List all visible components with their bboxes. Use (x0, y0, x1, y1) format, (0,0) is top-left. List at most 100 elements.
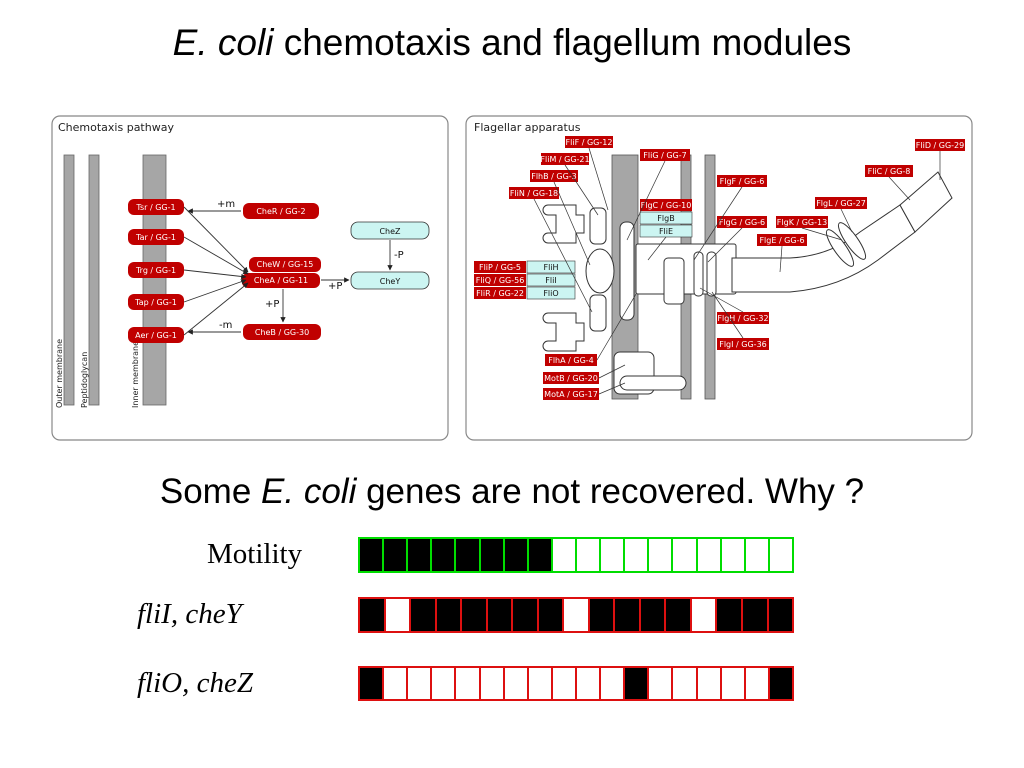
title-rest: chemotaxis and flagellum modules (273, 22, 852, 63)
cher-label: CheR / GG-2 (256, 207, 305, 216)
empty-cell (432, 668, 457, 699)
chey-node: CheY (350, 271, 430, 290)
row-label-flio-chez: fliO, cheZ (137, 667, 253, 699)
pathway-diagram: Chemotaxis pathway Outer membrane Peptid… (51, 115, 973, 441)
receptor-aer-label: Aer / GG-1 (135, 331, 177, 340)
empty-cell (745, 668, 770, 699)
filled-cell (411, 599, 437, 631)
empty-cell (385, 599, 412, 631)
filled-cell (456, 539, 481, 571)
chez-label: CheZ (379, 227, 401, 236)
slide-title: E. coli chemotaxis and flagellum modules (0, 22, 1024, 64)
receptor-trg: Trg / GG-1 (128, 262, 184, 278)
receptor-tap-label: Tap / GG-1 (134, 298, 177, 307)
empty-cell (601, 539, 626, 571)
flgf-label: FlgF / GG-6 (720, 177, 765, 186)
row-label-flii-chey: fliI, cheY (137, 598, 242, 630)
receptor-aer: Aer / GG-1 (128, 327, 184, 343)
filled-cell (408, 539, 433, 571)
flagellar-panel-title: Flagellar apparatus (474, 121, 581, 134)
flha-label: FlhA / GG-4 (548, 356, 594, 365)
flie-label: FliE (659, 227, 673, 236)
arrow-label-minus-p: -P (394, 250, 404, 261)
flic-label: FliC / GG-8 (868, 167, 911, 176)
flagellar-bottom-labels: FlhA / GG-4 MotB / GG-20 MotA / GG-17 (543, 354, 599, 400)
filled-cell (513, 599, 539, 631)
flhb-label: FlhB / GG-3 (531, 172, 577, 181)
peptidoglycan (88, 154, 100, 406)
subtitle-post: genes are not recovered. Why ? (356, 472, 865, 511)
flio-label: FliO (543, 289, 558, 298)
filled-cell (432, 539, 457, 571)
filled-cell (625, 668, 650, 699)
leader-lines (533, 147, 941, 395)
profile-bar-flii-chey (358, 597, 794, 633)
subtitle-pre: Some (159, 472, 262, 511)
flii-label: FliI (545, 276, 556, 285)
empty-cell (745, 539, 770, 571)
empty-cell (504, 668, 529, 699)
filled-cell (462, 599, 488, 631)
filled-cell (504, 539, 529, 571)
receptor-arrows (183, 206, 393, 336)
slide-subtitle: Some E. coli genes are not recovered. Wh… (0, 472, 1024, 512)
empty-cell (649, 539, 674, 571)
filled-cell (487, 599, 514, 631)
empty-cell (673, 539, 698, 571)
fliq-label: FliQ / GG-56 (476, 276, 525, 285)
cher-node: CheR / GG-2 (243, 203, 319, 219)
chew-node: CheW / GG-15 (249, 257, 321, 272)
filled-cell (480, 539, 505, 571)
empty-cell (673, 668, 698, 699)
filled-cell (360, 668, 385, 699)
empty-cell (408, 668, 433, 699)
empty-cell (721, 668, 746, 699)
flig-label: FliG / GG-7 (643, 151, 686, 160)
subtitle-italic: E. coli (261, 472, 357, 511)
empty-cell (564, 599, 590, 631)
flip-label: FliP / GG-5 (479, 263, 521, 272)
flgl-label: FlgL / GG-27 (816, 199, 866, 208)
flid-label: FliD / GG-29 (916, 141, 964, 150)
empty-cell (528, 668, 553, 699)
cheb-node: CheB / GG-30 (243, 324, 321, 340)
empty-cell (649, 668, 674, 699)
empty-cell (552, 668, 577, 699)
filled-cell (436, 599, 463, 631)
filled-cell (717, 599, 743, 631)
empty-cell (697, 539, 722, 571)
flgb-label: FlgB (657, 214, 674, 223)
outer-membrane (63, 154, 75, 406)
empty-cell (576, 668, 602, 699)
rod-labels: FlgC / GG-10 FlgB FliE (639, 199, 693, 238)
empty-cell (625, 539, 650, 571)
filled-cell (666, 599, 692, 631)
empty-cell (384, 668, 409, 699)
empty-cell (601, 668, 626, 699)
chea-label: CheA / GG-11 (254, 276, 308, 285)
flgg-label: FlgG / GG-6 (719, 218, 765, 227)
flge-label: FlgE / GG-6 (759, 236, 804, 245)
empty-cell (456, 668, 481, 699)
arrow-label-plus-p-b: +P (265, 299, 279, 310)
filled-cell (360, 599, 386, 631)
motb-label: MotB / GG-20 (544, 374, 598, 383)
chez-node: CheZ (350, 221, 430, 240)
flgi-label: FlgI / GG-36 (719, 340, 767, 349)
empty-cell (552, 539, 577, 571)
receptor-tsr: Tsr / GG-1 (128, 199, 184, 215)
cheb-label: CheB / GG-30 (255, 328, 309, 337)
flir-label: FliR / GG-22 (476, 289, 524, 298)
empty-cell (769, 539, 792, 571)
receptor-trg-label: Trg / GG-1 (135, 266, 176, 275)
receptor-tar: Tar / GG-1 (128, 229, 184, 245)
empty-cell (697, 668, 722, 699)
flagellar-left-labels: FliF / GG-12 FliM / GG-21 FlhB / GG-3 Fl… (509, 136, 690, 199)
title-italic: E. coli (172, 22, 274, 63)
flgc-label: FlgC / GG-10 (641, 201, 692, 210)
filled-cell (528, 539, 553, 571)
flagellar-right-labels: FlgF / GG-6 FlgG / GG-6 FlgK / GG-13 Flg… (717, 139, 965, 350)
filled-cell (768, 599, 793, 631)
flgk-label: FlgK / GG-13 (777, 218, 827, 227)
flif-label: FliF / GG-12 (566, 138, 613, 147)
